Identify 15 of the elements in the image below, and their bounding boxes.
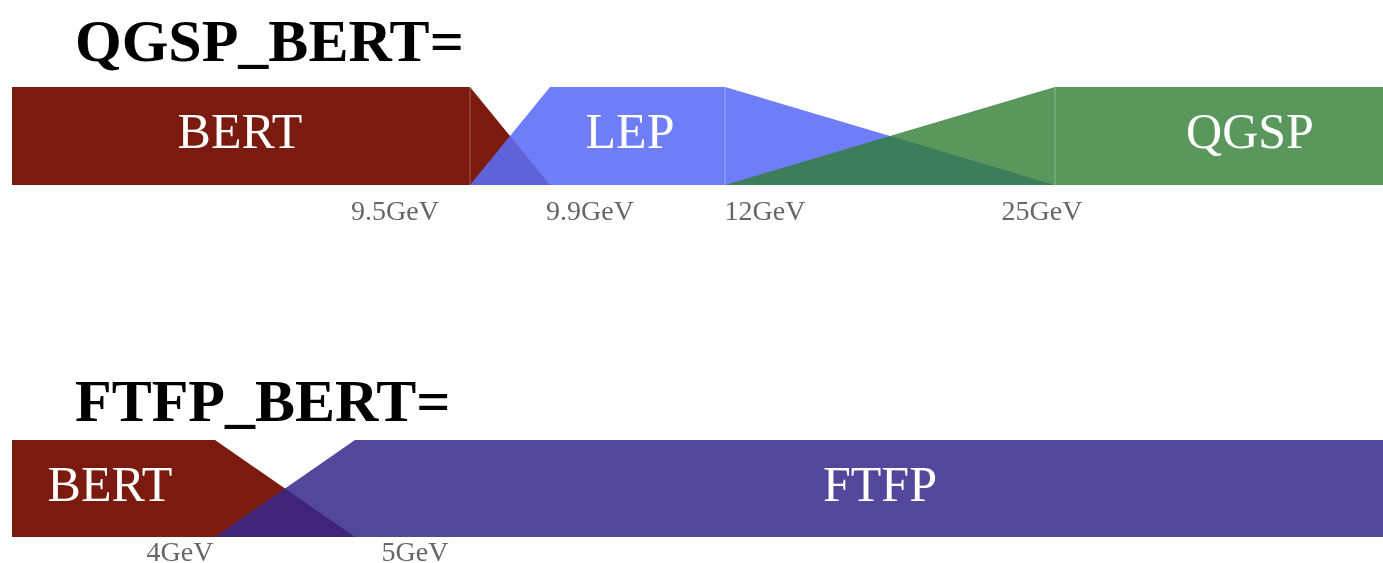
- energy-threshold-label: 9.5GeV: [351, 195, 439, 227]
- energy-threshold-label: 4GeV: [146, 536, 214, 563]
- energy-range-band: [215, 440, 1383, 537]
- energy-threshold-label: 5GeV: [381, 536, 449, 563]
- model-name: QGSP: [1186, 102, 1314, 161]
- model-name: LEP: [585, 102, 675, 161]
- model-name: BERT: [177, 102, 303, 161]
- energy-threshold-label: 25GeV: [1001, 195, 1083, 227]
- model-name: BERT: [47, 455, 173, 514]
- physics-list-title: FTFP_BERT=: [75, 367, 451, 436]
- model-name: FTFP: [823, 455, 937, 514]
- energy-threshold-label: 9.9GeV: [546, 195, 634, 227]
- physics-list-title: QGSP_BERT=: [75, 7, 464, 76]
- energy-threshold-label: 12GeV: [724, 195, 806, 227]
- energy-range-band: [725, 87, 1383, 185]
